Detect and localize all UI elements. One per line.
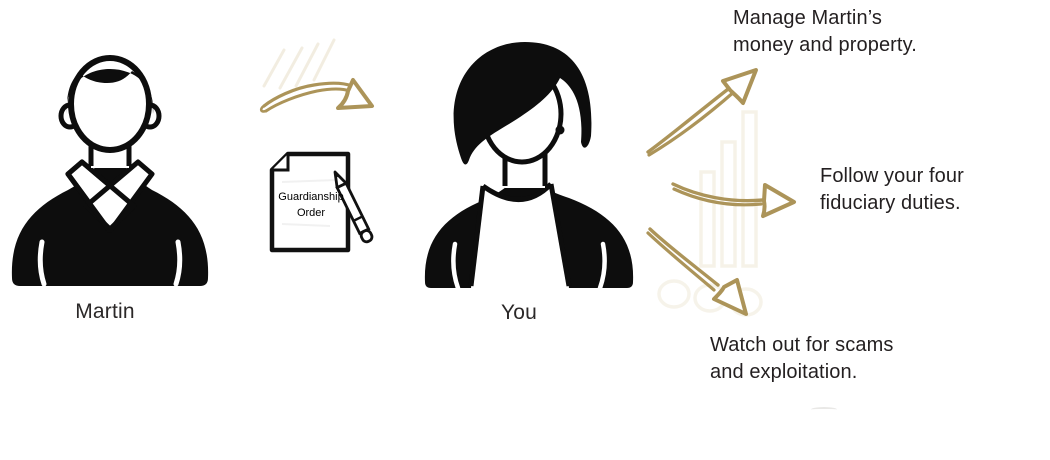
duty-text-manage-money-line1: Manage Martin’s	[733, 7, 882, 29]
duty-text-manage-money: Manage Martin’s money and property.	[733, 5, 917, 59]
duty-text-watch-scams-line1: Watch out for scams	[710, 334, 894, 356]
you-person-icon	[424, 42, 634, 288]
document-title-line1: Guardianship	[278, 191, 344, 203]
duty-text-fiduciary-duties-line1: Follow your four	[820, 165, 964, 187]
pencil-icon	[333, 170, 374, 244]
duty-text-manage-money-line2: money and property.	[733, 34, 917, 56]
martin-label: Martin	[75, 300, 135, 323]
watermark-hatch	[262, 38, 336, 90]
duty-text-fiduciary-duties: Follow your four fiduciary duties.	[820, 163, 964, 217]
duty-text-watch-scams: Watch out for scams and exploitation.	[710, 332, 893, 386]
duty-text-fiduciary-duties-line2: fiduciary duties.	[820, 192, 961, 214]
martin-person-icon	[11, 55, 209, 286]
duty-text-watch-scams-line2: and exploitation.	[710, 361, 858, 383]
document-title: Guardianship Order	[266, 189, 356, 221]
transfer-arrow-icon	[259, 78, 374, 113]
you-label: You	[500, 301, 538, 324]
duty-arrow-right-icon	[671, 182, 796, 218]
watermark-smudge	[811, 407, 837, 412]
duty-arrow-up-icon	[646, 68, 758, 157]
earring-dot	[555, 125, 565, 135]
duty-arrow-down-icon	[646, 227, 748, 316]
document-title-line2: Order	[296, 207, 326, 219]
guardianship-order-document-icon	[269, 151, 374, 253]
